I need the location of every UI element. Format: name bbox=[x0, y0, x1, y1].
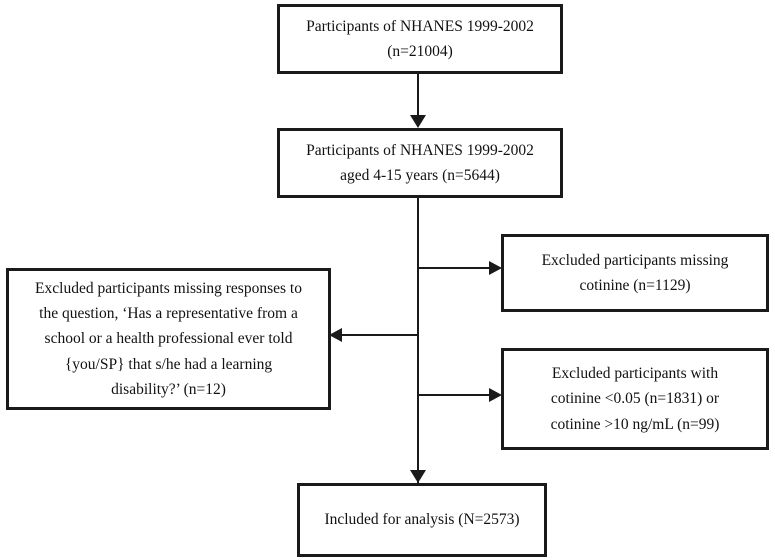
node-included-for-analysis-label: Included for analysis (N=2573) bbox=[324, 511, 520, 529]
node-excluded-cotinine-range-label: Excluded participants with cotinine <0.0… bbox=[550, 365, 720, 433]
connector-top-to-aged bbox=[417, 74, 419, 120]
arrow-left-icon-excluded-missing-response bbox=[329, 328, 342, 342]
node-participants-total-label: Participants of NHANES 1999-2002 (n=2100… bbox=[306, 17, 534, 60]
arrow-right-icon-excluded-cotinine-range bbox=[489, 388, 502, 402]
node-excluded-missing-cotinine: Excluded participants missing cotinine (… bbox=[501, 234, 769, 312]
node-participants-total: Participants of NHANES 1999-2002 (n=2100… bbox=[277, 4, 563, 74]
arrow-down-icon-top-to-aged bbox=[410, 115, 426, 128]
node-excluded-missing-cotinine-label: Excluded participants missing cotinine (… bbox=[541, 251, 729, 294]
node-participants-aged: Participants of NHANES 1999-2002 aged 4-… bbox=[277, 128, 563, 198]
connector-to-excluded-missing-cotinine bbox=[419, 267, 491, 269]
node-excluded-missing-response: Excluded participants missing responses … bbox=[6, 268, 331, 410]
connector-main-trunk bbox=[417, 198, 419, 483]
connector-to-excluded-missing-response bbox=[341, 334, 419, 336]
node-included-for-analysis: Included for analysis (N=2573) bbox=[297, 483, 547, 557]
arrow-right-icon-excluded-missing-cotinine bbox=[489, 261, 502, 275]
node-excluded-cotinine-range: Excluded participants with cotinine <0.0… bbox=[501, 348, 769, 450]
connector-to-excluded-cotinine-range bbox=[419, 394, 491, 396]
node-participants-aged-label: Participants of NHANES 1999-2002 aged 4-… bbox=[306, 141, 534, 184]
arrow-down-icon-to-included bbox=[410, 470, 426, 483]
node-excluded-missing-response-label: Excluded participants missing responses … bbox=[35, 280, 302, 398]
